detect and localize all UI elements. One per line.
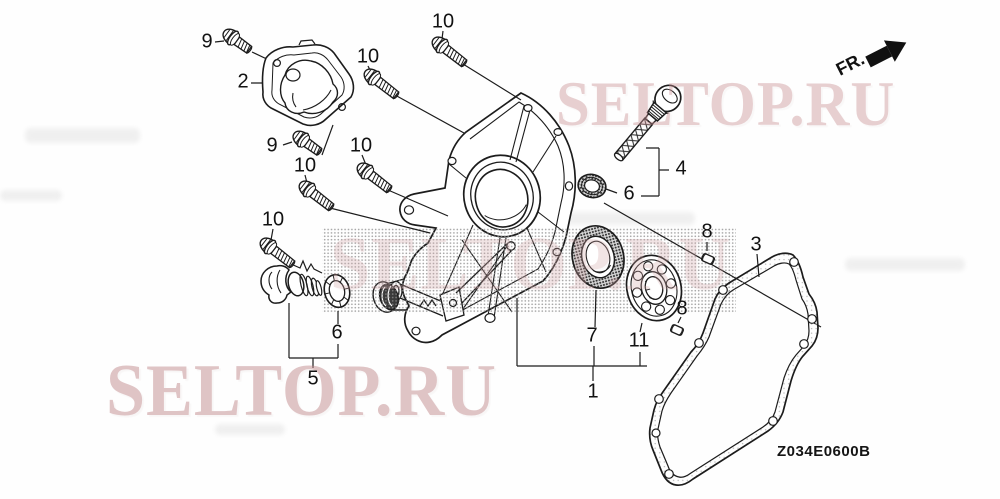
scan-noise [0,190,62,201]
fr-arrow-icon [865,40,907,68]
washer-6-upper [577,173,607,199]
case-cover-gasket [648,252,819,487]
bolt-10c [352,158,396,198]
washer-6-lower [323,273,351,309]
oil-seal [571,225,625,289]
bolt-10a [359,64,403,104]
oil-level-gauge [613,84,682,162]
breather-cover [261,39,355,127]
ball-bearing [625,254,683,322]
diagram-code: Z034E0600B [777,443,871,460]
fr-label: FR. [833,49,868,80]
bolt-10d [294,176,338,216]
dowel-pin-8b [669,323,685,337]
scan-noise [845,258,965,271]
fr-direction-marker: FR. [833,40,907,80]
bolt-9a [218,24,256,58]
oil-drain-plug [260,264,323,304]
scan-noise [215,424,285,435]
scan-noise [25,128,140,143]
bolt-10b [427,32,471,72]
leader-lines [214,30,822,381]
bolt-9b [288,126,326,160]
